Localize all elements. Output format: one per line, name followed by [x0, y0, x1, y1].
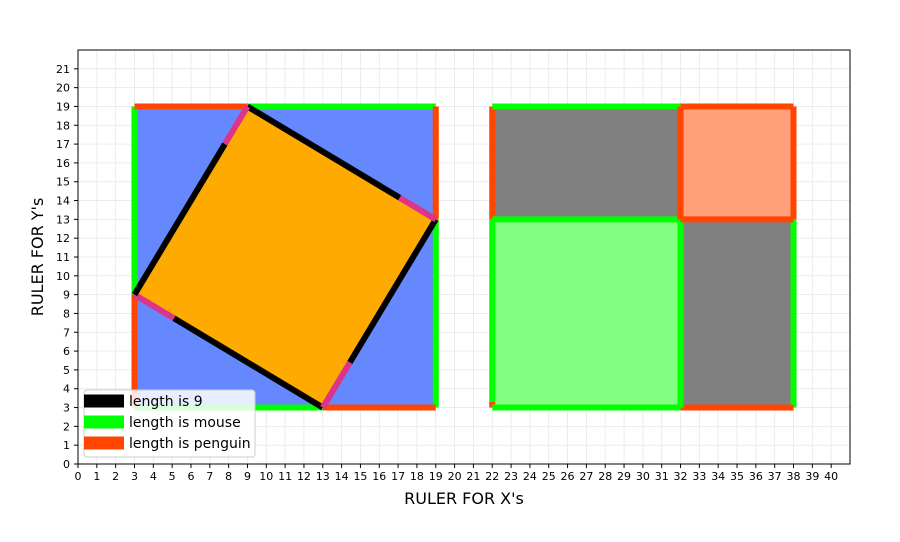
edge-segment	[132, 292, 176, 321]
legend-label: length is penguin	[129, 436, 251, 452]
salmon-square	[680, 106, 794, 220]
x-tick-label: 39	[805, 470, 819, 483]
y-tick-label: 10	[56, 270, 70, 283]
orange-tilted-square	[134, 106, 436, 408]
x-tick-label: 18	[410, 470, 424, 483]
edge-segment	[222, 104, 251, 146]
x-tick-label: 34	[711, 470, 725, 483]
y-tick-label: 1	[63, 439, 70, 452]
x-tick-label: 33	[692, 470, 706, 483]
y-tick-label: 2	[63, 420, 70, 433]
x-tick-label: 37	[768, 470, 782, 483]
x-tick-label: 30	[636, 470, 650, 483]
y-tick-label: 9	[63, 289, 70, 302]
x-tick-label: 7	[206, 470, 213, 483]
edge-segment	[131, 142, 228, 297]
y-tick-label: 17	[56, 138, 70, 151]
edge-segment	[245, 103, 402, 201]
x-tick-label: 29	[617, 470, 631, 483]
x-tick-label: 9	[244, 470, 251, 483]
x-tick-label: 28	[598, 470, 612, 483]
x-tick-label: 26	[561, 470, 575, 483]
y-tick-label: 13	[56, 213, 70, 226]
x-tick-label: 22	[485, 470, 499, 483]
x-tick-label: 11	[278, 470, 292, 483]
x-tick-label: 0	[75, 470, 82, 483]
x-tick-label: 4	[150, 470, 157, 483]
x-tick-label: 20	[448, 470, 462, 483]
y-tick-label: 15	[56, 176, 70, 189]
edge-segment	[347, 217, 439, 364]
y-tick-label: 20	[56, 82, 70, 95]
x-tick-label: 10	[259, 470, 273, 483]
legend: length is 9 length is mouse length is peng…	[83, 389, 256, 458]
x-tick-label: 25	[542, 470, 556, 483]
x-axis-title: RULER FOR X's	[404, 489, 524, 508]
y-tick-label: 19	[56, 100, 70, 113]
x-tick-label: 14	[335, 470, 349, 483]
x-tick-label: 17	[391, 470, 405, 483]
y-axis-title: RULER FOR Y's	[28, 198, 47, 317]
x-tick-label: 21	[466, 470, 480, 483]
y-tick-label: 12	[56, 232, 70, 245]
y-tick-label: 6	[63, 345, 70, 358]
x-tick-label: 36	[749, 470, 763, 483]
y-tick-label: 11	[56, 251, 70, 264]
x-tick-label: 31	[655, 470, 669, 483]
y-tick-label: 14	[56, 195, 70, 208]
x-tick-label: 15	[353, 470, 367, 483]
x-tick-label: 12	[297, 470, 311, 483]
x-tick-label: 24	[523, 470, 537, 483]
y-tick-label: 5	[63, 364, 70, 377]
edge-segments	[131, 103, 797, 411]
x-tick-label: 19	[429, 470, 443, 483]
x-tick-label: 16	[372, 470, 386, 483]
y-tick-label: 21	[56, 63, 70, 76]
y-tick-label: 3	[63, 402, 70, 415]
x-tick-label: 23	[504, 470, 518, 483]
x-tick-label: 35	[730, 470, 744, 483]
y-tick-label: 16	[56, 157, 70, 170]
x-tick-label: 1	[93, 470, 100, 483]
y-tick-label: 0	[63, 458, 70, 471]
y-tick-label: 7	[63, 326, 70, 339]
x-tick-label: 8	[225, 470, 232, 483]
filled-shapes	[134, 106, 794, 408]
edge-segment	[320, 360, 353, 410]
x-tick-label: 32	[674, 470, 688, 483]
edge-segment	[172, 315, 325, 411]
x-tick-label: 40	[824, 470, 838, 483]
legend-label: length is 9	[129, 394, 203, 410]
x-tick-label: 3	[131, 470, 138, 483]
x-tick-label: 2	[112, 470, 119, 483]
edge-segment	[398, 195, 438, 222]
light-green-rectangle	[492, 219, 681, 408]
y-tick-label: 8	[63, 307, 70, 320]
x-tick-label: 27	[579, 470, 593, 483]
y-tick-label: 4	[63, 383, 70, 396]
x-tick-label: 38	[787, 470, 801, 483]
legend-label: length is mouse	[129, 415, 241, 431]
x-tick-label: 6	[187, 470, 194, 483]
x-tick-label: 5	[169, 470, 176, 483]
y-tick-label: 18	[56, 119, 70, 132]
x-tick-label: 13	[316, 470, 330, 483]
